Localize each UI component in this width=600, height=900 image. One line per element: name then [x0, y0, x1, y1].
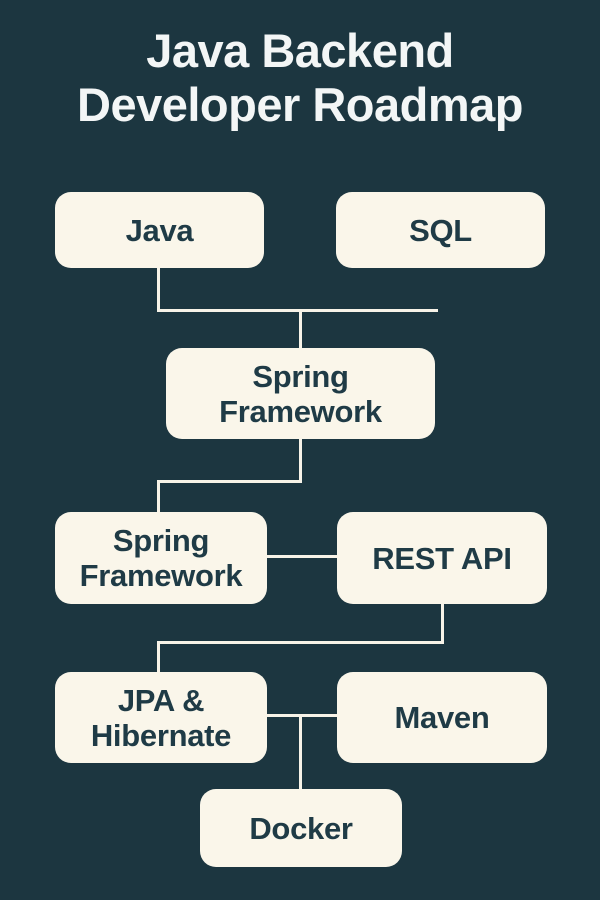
- node-docker-label: Docker: [249, 810, 353, 846]
- connector-docker-stem: [299, 714, 302, 791]
- connector-jpa-stem: [157, 641, 160, 673]
- page-title-line2: Developer Roadmap: [77, 78, 523, 131]
- page-title: Java Backend Developer Roadmap: [0, 24, 600, 132]
- node-spring-framework-2-label: Spring Framework: [79, 523, 243, 593]
- node-maven: Maven: [337, 672, 547, 763]
- node-rest-api: REST API: [337, 512, 547, 604]
- node-rest-api-label: REST API: [372, 540, 512, 576]
- connector-row3-bar: [157, 641, 444, 644]
- node-docker: Docker: [200, 789, 402, 867]
- node-sql-label: SQL: [409, 212, 472, 248]
- node-jpa-hibernate: JPA & Hibernate: [55, 672, 267, 763]
- connector-row1-bar: [157, 309, 438, 312]
- connector-row2-bar: [157, 480, 302, 483]
- node-sql: SQL: [336, 192, 545, 268]
- node-spring-framework-label: Spring Framework: [219, 358, 382, 429]
- node-java: Java: [55, 192, 264, 268]
- page-title-line1: Java Backend: [146, 24, 454, 77]
- node-jpa-hibernate-label: JPA & Hibernate: [90, 682, 232, 753]
- node-java-label: Java: [125, 212, 194, 248]
- connector-spring-stem-bottom: [299, 438, 302, 483]
- node-maven-label: Maven: [394, 700, 490, 735]
- connector-jpa-to-maven: [265, 714, 339, 717]
- node-spring-framework-2: Spring Framework: [55, 512, 267, 604]
- connector-java-stem: [157, 266, 160, 312]
- connector-restapi-stem: [441, 603, 444, 644]
- connector-spring2-to-restapi: [265, 555, 339, 558]
- node-spring-framework: Spring Framework: [166, 348, 435, 439]
- connector-spring2-stem: [157, 480, 160, 513]
- connector-spring-stem-top: [299, 309, 302, 349]
